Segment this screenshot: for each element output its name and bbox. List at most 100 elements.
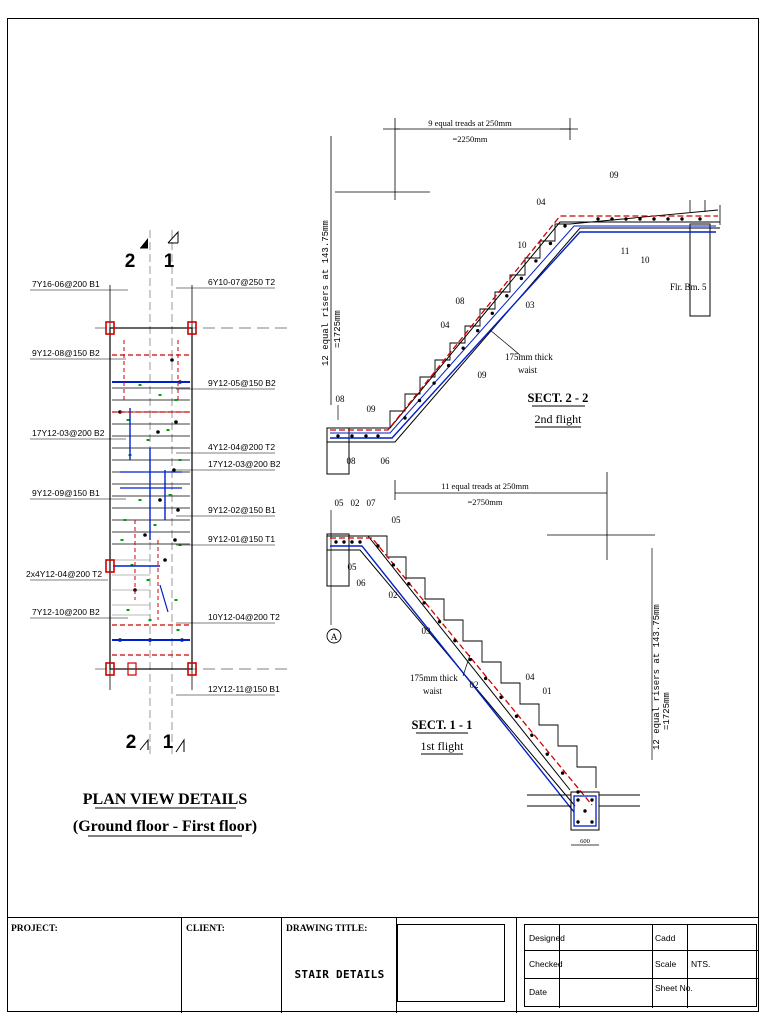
s22-mark-09: 09 <box>478 370 488 380</box>
drawing-title-cell: DRAWING TITLE: STAIR DETAILS <box>282 918 397 1013</box>
plan-label-right: 9Y12-05@150 B2 <box>208 378 276 388</box>
designed-label: Designed <box>529 933 565 943</box>
plan-bar-dot <box>163 558 167 562</box>
s22-dot <box>548 241 553 246</box>
plan-label-left: 17Y12-03@200 B2 <box>32 428 105 438</box>
drawing-frame <box>7 18 759 1012</box>
s11-top-beam <box>326 533 350 587</box>
s11-dot <box>514 714 519 719</box>
s11-mark-04: 04 <box>526 672 536 682</box>
scale-label: Scale <box>655 959 677 969</box>
s22-dot <box>490 311 494 315</box>
s11-risers-text2: =1725mm <box>662 692 672 730</box>
plan-bar-dot <box>143 533 147 537</box>
s22-mark-08-bottom: 08 <box>347 456 357 466</box>
plan-bar-dot <box>173 538 177 542</box>
plan-link-mark <box>168 494 172 496</box>
plan-link-mark <box>148 619 152 621</box>
s22-mark-09-top: 09 <box>610 170 620 180</box>
plan-link-mark <box>153 524 157 526</box>
s11-beam-dot <box>583 809 587 813</box>
s11-bar-dots <box>334 540 594 824</box>
s11-dot <box>468 657 473 662</box>
s22-dot <box>417 398 422 403</box>
s22-bar-dots <box>336 217 702 438</box>
s22-risers-text2: =1725mm <box>333 310 343 348</box>
s11-mark-03: 03 <box>422 626 432 636</box>
plan-label-right: 12Y12-11@150 B1 <box>208 684 280 694</box>
s22-dot <box>698 217 702 221</box>
plan-label-left: 2x4Y12-04@200 T2 <box>26 569 102 579</box>
s11-dot <box>422 601 426 605</box>
section-arrow-top-1 <box>167 230 179 244</box>
s11-grid-mark: A <box>331 633 338 643</box>
s22-dot <box>638 217 642 221</box>
s11-dot <box>391 563 396 567</box>
plan-bar-dot <box>156 430 160 434</box>
s11-bottom-beam <box>570 791 600 831</box>
s11-dot <box>407 582 411 586</box>
plan-link-mark <box>158 394 162 396</box>
title-block: PROJECT: CLIENT: DRAWING TITLE: STAIR DE… <box>7 917 759 1013</box>
plan-label-right: 9Y12-02@150 B1 <box>208 505 276 515</box>
s22-mark-11: 11 <box>621 246 630 256</box>
s11-mark-07-top: 07 <box>367 498 377 508</box>
s22-dot <box>350 434 354 438</box>
s11-risers-text1: 12 equal risers at 143.75mm <box>652 604 662 750</box>
s11-dot <box>334 540 338 544</box>
cadd-label: Cadd <box>655 933 676 943</box>
s11-slab-top <box>327 535 571 791</box>
s11-dot <box>560 771 565 775</box>
s22-risers-text1: 12 equal risers at 143.75mm <box>321 220 331 366</box>
plan-link-mark <box>174 599 178 601</box>
s22-dot <box>666 217 670 221</box>
plan-label-left: 7Y16-06@200 B1 <box>32 279 100 289</box>
plan-label-right: 4Y12-04@200 T2 <box>208 442 275 452</box>
s22-dot <box>364 434 368 438</box>
plan-bar-dot <box>174 420 178 424</box>
s11-mark-05-bottom: 05 <box>348 562 358 572</box>
section-arrow-bottom-1 <box>175 738 185 753</box>
s22-dot <box>534 259 538 263</box>
section-marks-bottom: 2 1 <box>126 732 185 753</box>
s22-dim-text2: =2250mm <box>452 134 487 144</box>
plan-subtitle: (Ground floor - First floor) <box>73 818 257 835</box>
plan-link-mark <box>146 439 150 441</box>
plan-bar-dot <box>170 358 174 362</box>
plan-link-mark <box>126 419 130 421</box>
section-mark-bottom-1: 1 <box>163 732 174 753</box>
s22-dot <box>680 217 684 221</box>
s11-dot <box>499 695 503 700</box>
s22-bottom-bar-2 <box>330 225 716 434</box>
plan-link-mark <box>126 609 130 611</box>
s11-slab-bottom <box>327 549 576 807</box>
s11-dot <box>483 676 488 681</box>
s22-dot <box>563 224 567 228</box>
s22-slab-top <box>327 221 720 429</box>
drawing-title-label: DRAWING TITLE: <box>286 924 368 934</box>
column-tl <box>105 321 115 335</box>
s11-stair-profile <box>368 535 597 788</box>
project-cell: PROJECT: <box>7 918 182 1013</box>
plan-link-mark <box>120 539 124 541</box>
s22-title: SECT. 2 - 2 <box>528 391 589 405</box>
logo-box <box>397 924 505 1002</box>
s11-mark-01: 01 <box>543 686 552 696</box>
s22-floor-beam <box>689 223 711 317</box>
logo-cell <box>397 918 517 1013</box>
plan-label-left: 9Y12-09@150 B1 <box>32 488 100 498</box>
s22-mark-04: 04 <box>441 320 451 330</box>
plan-label-right: 6Y10-07@250 T2 <box>208 277 275 287</box>
s11-dot <box>530 733 534 737</box>
s11-bottom-bar <box>330 545 575 813</box>
s22-mark-08-left: 08 <box>336 394 346 404</box>
s22-dot <box>519 276 524 281</box>
approval-col-3 <box>687 925 688 1008</box>
s22-mark-04-top: 04 <box>537 197 547 207</box>
s11-title: SECT. 1 - 1 <box>412 718 473 732</box>
s11-waist-2: waist <box>423 686 442 696</box>
s22-waist-1: 175mm thick <box>505 352 553 362</box>
s22-dot <box>624 217 628 221</box>
plan-bar-dot <box>176 508 180 512</box>
plan-link-mark <box>166 429 170 431</box>
